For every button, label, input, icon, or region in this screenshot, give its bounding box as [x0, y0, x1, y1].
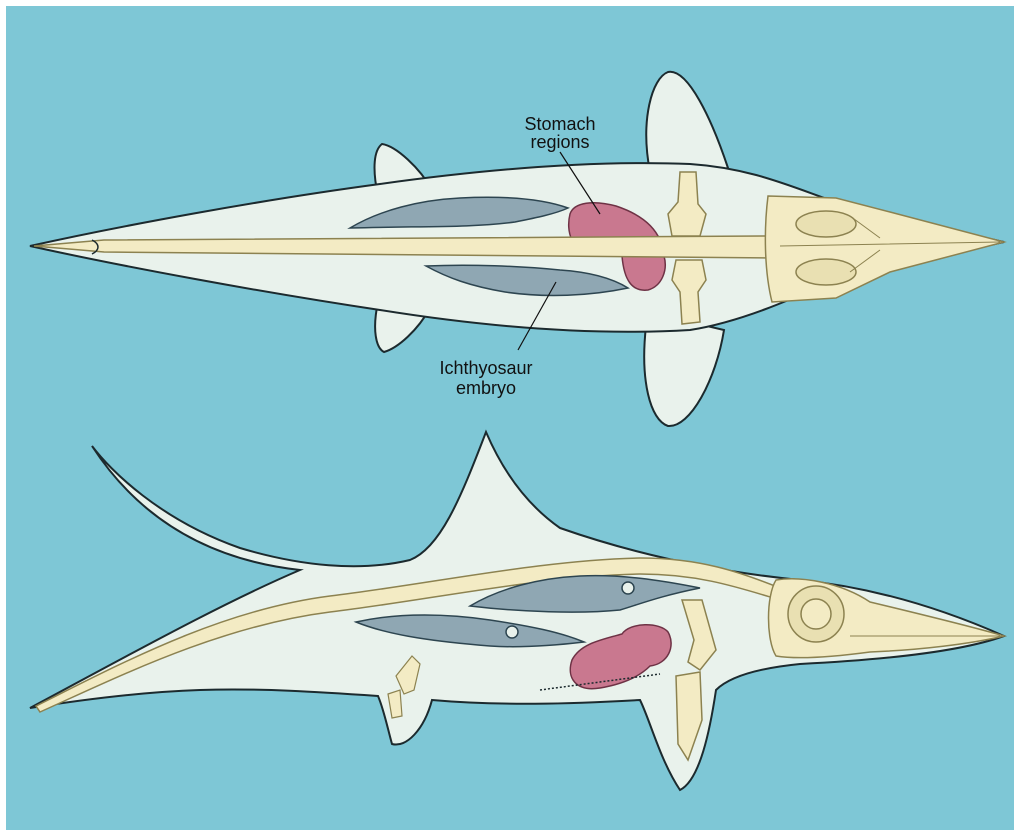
lateral-view-ichthyosaur	[30, 432, 1004, 790]
lateral-embryo-lower-eye	[506, 626, 518, 638]
embryo-label-line1: Ichthyosaur	[439, 358, 532, 378]
embryo-label-line2: embryo	[456, 378, 516, 398]
dorsal-upper-foreflipper	[646, 72, 728, 176]
dorsal-lower-foreflipper	[644, 322, 724, 426]
dorsal-skull	[765, 196, 1004, 302]
stomach-label-line1: Stomach	[524, 114, 595, 134]
figure-panel: Stomach regions Ichthyosaur embryo	[6, 6, 1014, 830]
dorsal-eye-lower	[796, 259, 856, 285]
lateral-eye	[801, 599, 831, 629]
stomach-label-line2: regions	[530, 132, 589, 152]
dorsal-eye-upper	[796, 211, 856, 237]
dorsal-view-ichthyosaur: Stomach regions Ichthyosaur embryo	[30, 72, 1004, 426]
lateral-embryo-upper-eye	[622, 582, 634, 594]
ichthyosaur-diagram: Stomach regions Ichthyosaur embryo	[6, 6, 1014, 830]
